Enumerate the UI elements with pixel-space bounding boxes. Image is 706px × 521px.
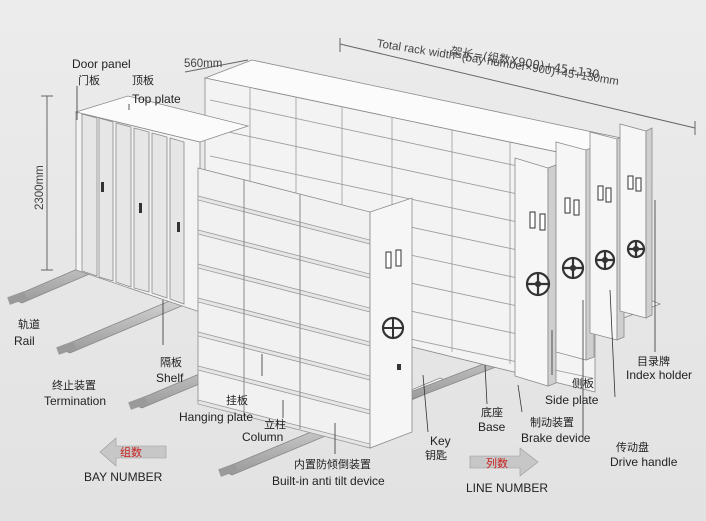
total-width-dimension [41,38,696,271]
termination-label: Termination [44,394,107,408]
base-label-zh: 底座 [481,406,503,419]
brake-label-zh: 制动装置 [530,416,574,429]
line-number-badge: 列数 [486,457,508,470]
side-plate-label-zh: 侧板 [572,377,594,390]
bay-number-badge: 组数 [120,446,142,459]
depth-dimension-label: 560mm [184,58,223,70]
index-holders [529,175,642,231]
termination-label-zh: 终止装置 [52,379,96,392]
door-cabinet [74,95,250,313]
column-label-zh: 立柱 [264,418,286,431]
bay-number-label: BAY NUMBER [84,470,163,484]
height-dimension-label: 2300mm [34,165,46,210]
anti-tilt-label-zh: 内置防倾倒装置 [294,458,371,471]
direction-arrows [99,437,539,477]
shelf-label-zh: 隔板 [160,356,182,369]
rail-label: Rail [14,334,35,348]
door-panel-label-zh: 门板 [78,74,100,87]
door-panel-label: Door panel [72,57,131,71]
shelf-label: Shelf [156,371,184,385]
hanging-plate-label: Hanging plate [179,410,254,424]
column-label: Column [242,430,284,444]
index-holder-label: Index holder [626,368,693,382]
rail-label-zh: 轨道 [18,318,40,331]
anti-tilt-label: Built-in anti tilt device [272,474,385,488]
top-plate-label-zh: 顶板 [132,74,154,87]
drive-handle-label-zh: 传动盘 [616,441,649,454]
index-holder-label-zh: 目录牌 [637,355,670,368]
brake-label: Brake device [521,431,591,445]
top-plate-label: Top plate [132,92,181,106]
line-number-label: LINE NUMBER [466,481,549,495]
front-open-rack [197,167,413,449]
key-label: Key [430,434,451,448]
hanging-plate-label-zh: 挂板 [226,394,248,407]
mobile-carriages [514,123,653,387]
drive-handles [525,239,646,297]
drive-handle-label: Drive handle [610,455,678,469]
side-plate-label: Side plate [545,393,599,407]
key-label-zh: 钥匙 [425,449,447,462]
leader-lines [76,86,656,454]
base-label: Base [478,420,506,434]
